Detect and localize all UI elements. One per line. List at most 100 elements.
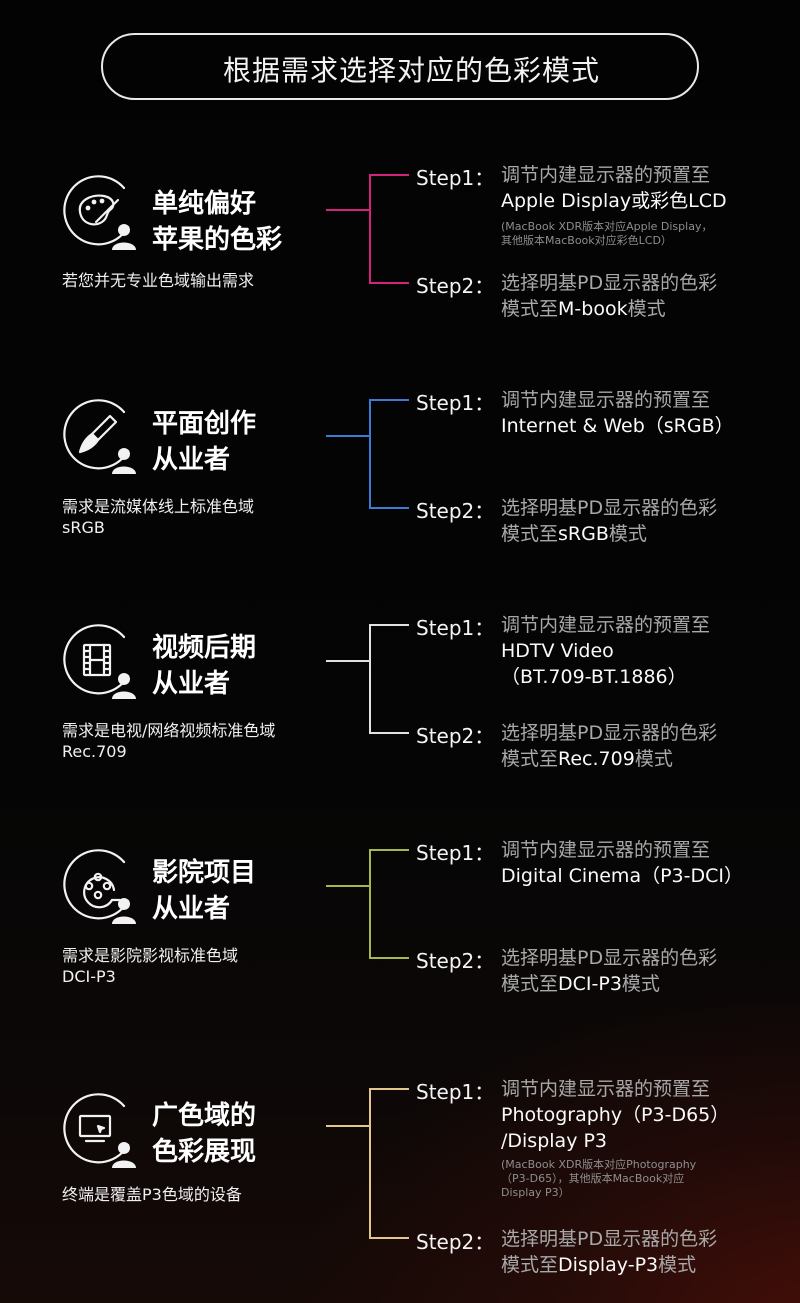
bracket-bottom-arm xyxy=(369,507,409,509)
page-title: 根据需求选择对应的色彩模式 xyxy=(223,54,601,87)
note-line-3: Display P3） xyxy=(501,1186,570,1199)
desc-line-2: Rec.709 xyxy=(62,742,127,761)
mode-name: Rec.709 xyxy=(558,748,635,770)
heading-line-2: 色彩展现 xyxy=(152,1137,257,1167)
step-line-2: 模式至sRGB模式 xyxy=(501,521,791,547)
step-value-line-1: Internet & Web（sRGB） xyxy=(501,415,734,437)
step-label: Step1： xyxy=(416,391,495,415)
bracket-connector xyxy=(326,399,409,511)
bracket-stem xyxy=(326,435,370,437)
monitor-user-icon xyxy=(58,1090,142,1174)
step-label: Step2： xyxy=(416,274,495,298)
step-line-1: 选择明基PD显示器的色彩 xyxy=(501,722,718,744)
mode-prefix: 模式至 xyxy=(501,748,559,770)
mode-name: DCI-P3 xyxy=(558,973,622,995)
step-value-line-1: Digital Cinema（P3-DCI） xyxy=(501,865,743,887)
film-reel-user-icon xyxy=(58,846,142,930)
desc-line-1: 需求是电视/网络视频标准色域 xyxy=(62,721,276,740)
bracket-top-arm xyxy=(369,849,409,851)
step-value-line-1: Apple Display或彩色LCD xyxy=(501,190,727,212)
bracket-stem xyxy=(326,1125,370,1127)
mode-name: sRGB xyxy=(558,523,609,545)
desc-line-1: 终端是覆盖P3色域的设备 xyxy=(62,1185,242,1204)
bracket-connector xyxy=(326,1088,409,1240)
section-description: 若您并无专业色域输出需求 xyxy=(62,270,254,291)
step-label: Step1： xyxy=(416,1080,495,1104)
mode-suffix: 模式 xyxy=(627,298,666,320)
brush-user-icon xyxy=(58,396,142,480)
step-value-line-2: （BT.709-BT.1886） xyxy=(501,666,687,688)
bracket-top-arm xyxy=(369,1088,409,1090)
heading-line-1: 视频后期 xyxy=(152,633,257,663)
bracket-spine xyxy=(369,399,371,509)
step-intro: 调节内建显示器的预置至 xyxy=(501,614,711,636)
step-value: /Display P3 xyxy=(501,1128,791,1154)
section-heading: 视频后期 从业者 xyxy=(152,630,256,702)
bracket-connector xyxy=(326,624,409,736)
step-intro: 调节内建显示器的预置至 xyxy=(501,389,711,411)
mode-suffix: 模式 xyxy=(621,973,660,995)
heading-line-1: 影院项目 xyxy=(152,858,257,888)
step-value-line-2: /Display P3 xyxy=(501,1130,608,1152)
bracket-stem xyxy=(326,209,370,211)
section-description: 需求是影院影视标准色域 DCI-P3 xyxy=(62,945,238,987)
step-line-2: 模式至Display-P3模式 xyxy=(501,1252,791,1278)
mode-prefix: 模式至 xyxy=(501,523,559,545)
step-label: Step2： xyxy=(416,1230,495,1254)
section-heading: 广色域的 色彩展现 xyxy=(152,1098,256,1170)
bracket-bottom-arm xyxy=(369,282,409,284)
step-line-1: 选择明基PD显示器的色彩 xyxy=(501,947,718,969)
bracket-bottom-arm xyxy=(369,732,409,734)
step-intro: 调节内建显示器的预置至 xyxy=(501,1078,711,1100)
heading-line-2: 从业者 xyxy=(152,669,231,699)
mode-prefix: 模式至 xyxy=(501,973,559,995)
bracket-spine xyxy=(369,849,371,959)
step-note: (MacBook XDR版本对应Photography （P3-D65），其他版… xyxy=(501,1158,791,1200)
step-intro: 调节内建显示器的预置至 xyxy=(501,164,711,186)
mode-suffix: 模式 xyxy=(658,1254,697,1276)
mode-suffix: 模式 xyxy=(634,748,673,770)
step-value: Apple Display或彩色LCD xyxy=(501,188,791,214)
step-line-1: 选择明基PD显示器的色彩 xyxy=(501,1228,718,1250)
step-value: Digital Cinema（P3-DCI） xyxy=(501,863,791,889)
section-heading: 影院项目 从业者 xyxy=(152,855,256,927)
mode-suffix: 模式 xyxy=(608,523,647,545)
desc-line-1: 若您并无专业色域输出需求 xyxy=(62,271,255,290)
note-line-1: (MacBook XDR版本对应Photography xyxy=(501,1158,697,1171)
note-line-2: 其他版本MacBook对应彩色LCD） xyxy=(501,234,672,247)
bracket-spine xyxy=(369,624,371,734)
heading-line-1: 平面创作 xyxy=(152,409,257,439)
heading-line-2: 从业者 xyxy=(152,894,231,924)
heading-line-2: 苹果的色彩 xyxy=(152,225,283,255)
step-intro: 调节内建显示器的预置至 xyxy=(501,839,711,861)
step-label: Step1： xyxy=(416,841,495,865)
step-line-1: 选择明基PD显示器的色彩 xyxy=(501,497,718,519)
bracket-stem xyxy=(326,885,370,887)
bracket-top-arm xyxy=(369,624,409,626)
desc-line-1: 需求是影院影视标准色域 xyxy=(62,946,239,965)
mode-name: M-book xyxy=(558,298,628,320)
desc-line-2: sRGB xyxy=(62,518,105,537)
section-description: 终端是覆盖P3色域的设备 xyxy=(62,1184,242,1205)
step-value: Internet & Web（sRGB） xyxy=(501,413,791,439)
step-line-2: 模式至DCI-P3模式 xyxy=(501,971,791,997)
heading-line-2: 从业者 xyxy=(152,445,231,475)
step-value: Photography（P3-D65） xyxy=(501,1102,791,1128)
step-value-line-1: HDTV Video xyxy=(501,640,614,662)
step-value: HDTV Video xyxy=(501,638,791,664)
film-user-icon xyxy=(58,621,142,705)
bracket-bottom-arm xyxy=(369,957,409,959)
step-line-2: 模式至M-book模式 xyxy=(501,296,791,322)
bracket-bottom-arm xyxy=(369,1237,409,1239)
step-line-1: 选择明基PD显示器的色彩 xyxy=(501,272,718,294)
bracket-top-arm xyxy=(369,399,409,401)
heading-line-1: 单纯偏好 xyxy=(152,189,257,219)
section-description: 需求是流媒体线上标准色域 sRGB xyxy=(62,496,254,538)
section-description: 需求是电视/网络视频标准色域 Rec.709 xyxy=(62,720,275,762)
note-line-1: (MacBook XDR版本对应Apple Display， xyxy=(501,220,713,233)
step-label: Step2： xyxy=(416,724,495,748)
step-note: (MacBook XDR版本对应Apple Display， 其他版本MacBo… xyxy=(501,220,791,248)
bracket-top-arm xyxy=(369,174,409,176)
step-value: （BT.709-BT.1886） xyxy=(501,664,791,690)
step-line-2: 模式至Rec.709模式 xyxy=(501,746,791,772)
